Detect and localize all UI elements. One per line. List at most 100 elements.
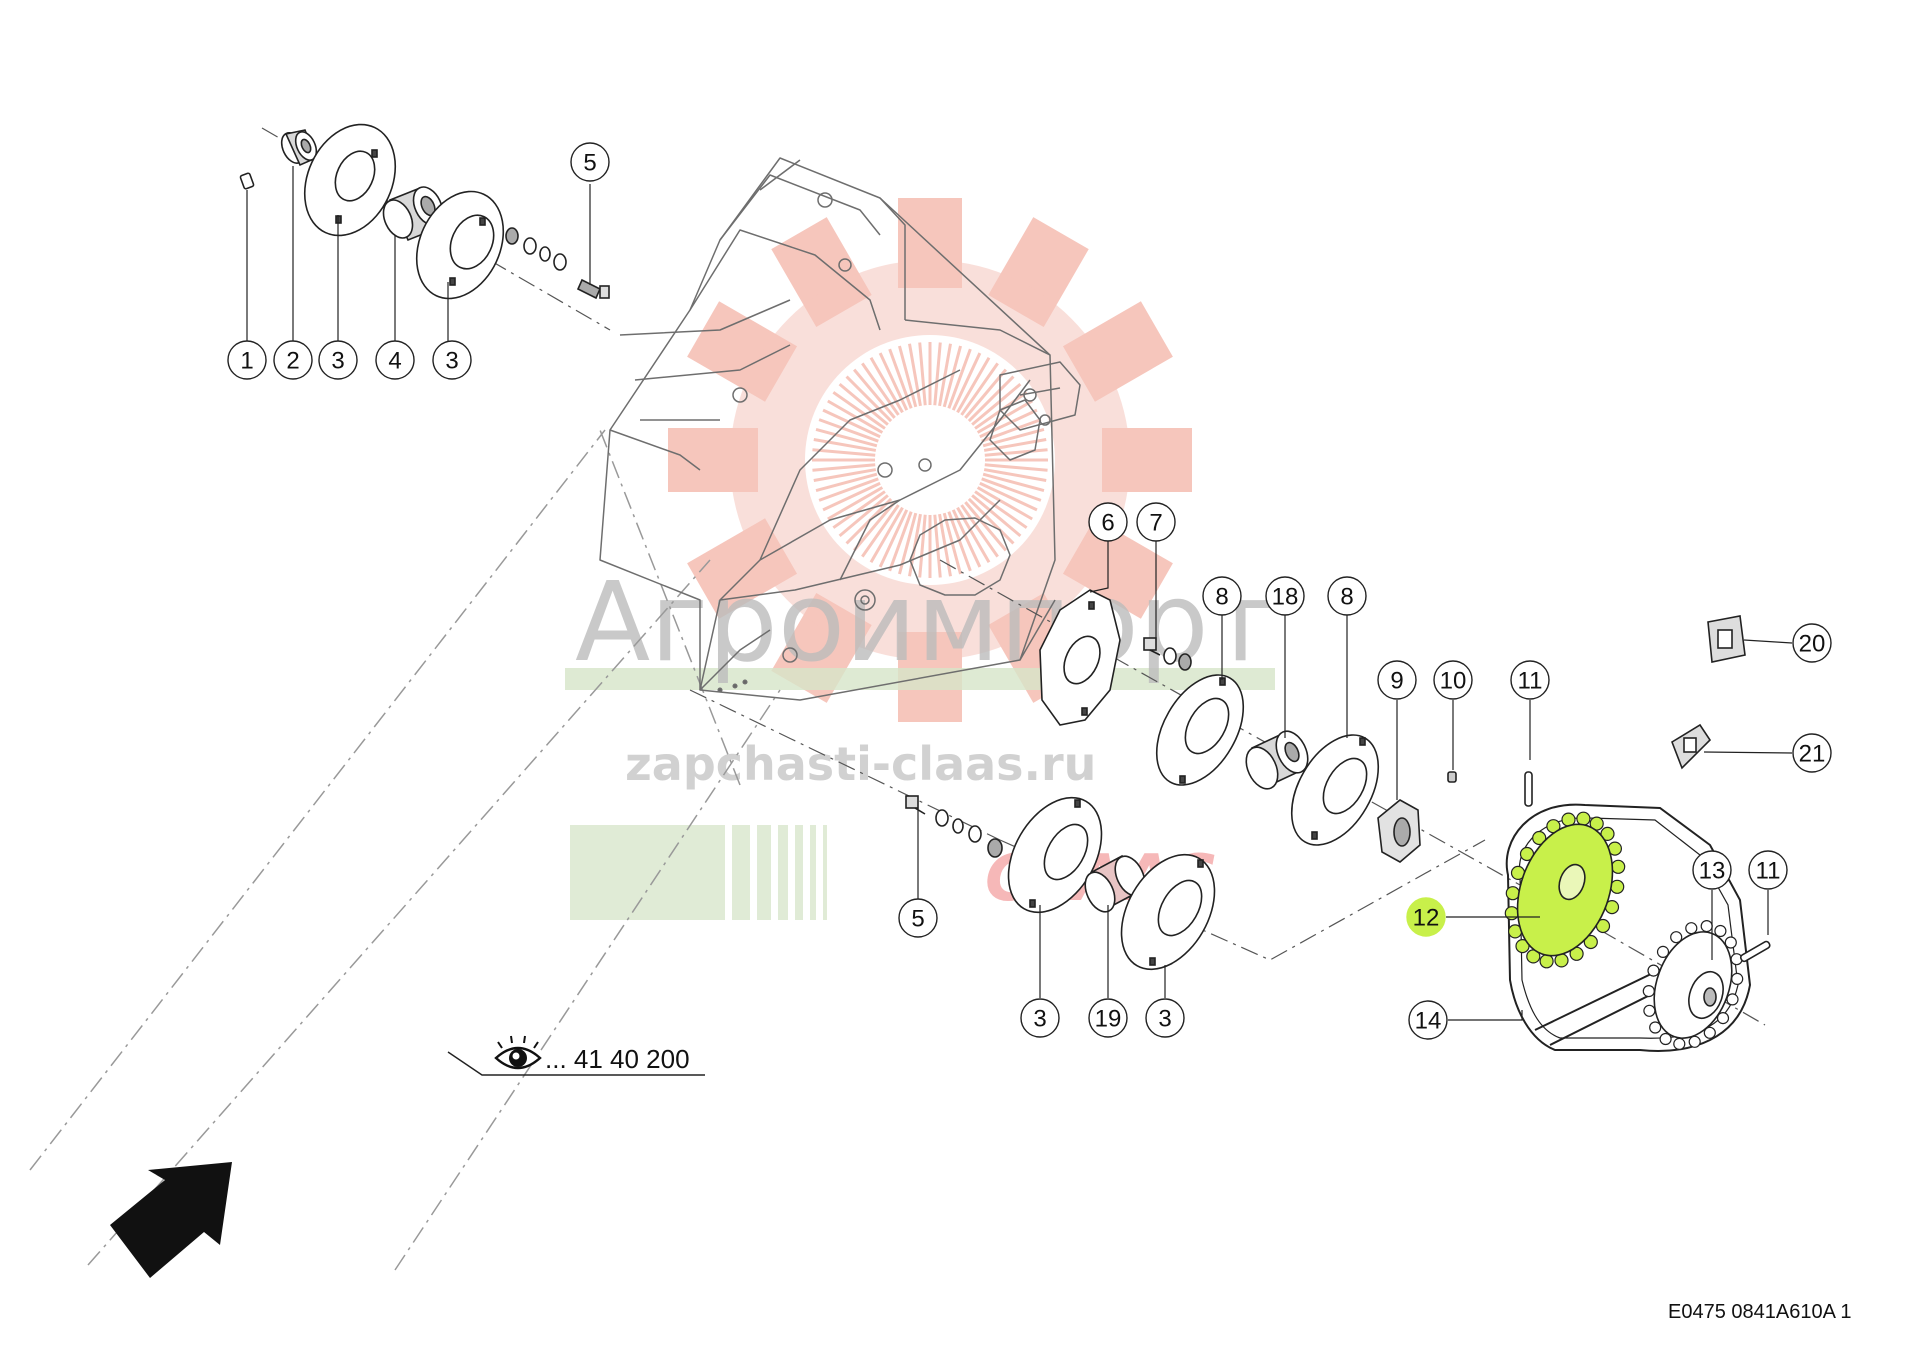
gear-ray <box>888 511 913 572</box>
callout-20[interactable]: 20 <box>1792 623 1832 663</box>
callout-label: 10 <box>1440 668 1467 695</box>
bearing-part <box>1245 730 1309 790</box>
callout-label: 8 <box>1215 584 1228 611</box>
callout-circle <box>1433 660 1473 700</box>
callout-21[interactable]: 21 <box>1792 733 1832 773</box>
callout-label: 11 <box>1518 668 1543 695</box>
callout-8[interactable]: 8 <box>1327 576 1367 616</box>
gasket-plate-part <box>1039 589 1121 726</box>
callout-3[interactable]: 3 <box>1020 998 1060 1038</box>
sprocket-tooth <box>1716 1011 1730 1025</box>
grease-nipple-part <box>239 172 255 190</box>
callout-4[interactable]: 4 <box>375 340 415 380</box>
callout-circle <box>375 340 415 380</box>
callout-5[interactable]: 5 <box>898 898 938 938</box>
sprocket-tooth <box>1700 919 1713 933</box>
callout-12[interactable]: 12 <box>1406 897 1446 937</box>
gear-ray <box>918 514 927 578</box>
gear-tooth <box>687 518 798 619</box>
callout-18[interactable]: 18 <box>1265 576 1305 616</box>
callout-1[interactable]: 1 <box>227 340 267 380</box>
gear-ray <box>981 477 1042 502</box>
gear-ray <box>818 418 879 443</box>
direction-arrow-icon <box>110 1162 232 1278</box>
gear-ray <box>832 391 886 430</box>
sprocket-tooth <box>1670 931 1683 944</box>
gear-ray <box>815 428 878 448</box>
gear-ray <box>956 506 991 563</box>
gear-ray <box>942 345 962 408</box>
sprocket-tooth <box>1539 954 1554 969</box>
callout-2[interactable]: 2 <box>273 340 313 380</box>
callout-circle <box>1408 1000 1448 1040</box>
callout-circle <box>1792 623 1832 663</box>
gear-tooth <box>1062 518 1173 619</box>
callout-circle <box>1088 502 1128 542</box>
shaft-assembly <box>905 589 1746 971</box>
gear-ray <box>976 486 1033 521</box>
callout-14[interactable]: 14 <box>1408 1000 1448 1040</box>
gear-ray <box>938 513 952 577</box>
gear-ray <box>898 345 918 408</box>
callout-10[interactable]: 10 <box>1433 660 1473 700</box>
callout-circle <box>227 340 267 380</box>
callout-5[interactable]: 5 <box>570 142 610 182</box>
gear-ray <box>838 383 889 426</box>
sprocket-tooth <box>1659 1032 1672 1046</box>
gear-ray <box>832 490 886 529</box>
callout-circle <box>1136 502 1176 542</box>
flange-plate-part <box>1120 853 1216 971</box>
callout-8[interactable]: 8 <box>1202 576 1242 616</box>
gear-ray <box>979 481 1038 512</box>
callout-label: 6 <box>1101 510 1114 537</box>
gear-ray <box>869 357 904 414</box>
gear-tooth <box>988 217 1089 328</box>
gear-ray <box>853 368 896 419</box>
callout-leaders <box>246 166 1793 1021</box>
callout-circle <box>1510 660 1550 700</box>
sprocket-tooth <box>1703 1026 1716 1039</box>
callout-circle <box>432 340 472 380</box>
callout-label: 5 <box>911 906 924 933</box>
callout-circle <box>1792 733 1832 773</box>
sprocket-tooth <box>1643 1004 1656 1017</box>
gear-ray <box>984 463 1048 472</box>
callout-3[interactable]: 3 <box>318 340 358 380</box>
eccentric-collar-part <box>1377 799 1421 863</box>
callout-label: 2 <box>286 348 299 375</box>
sprocket-tooth <box>1583 934 1598 950</box>
callout-3[interactable]: 3 <box>432 340 472 380</box>
gear-ray <box>838 494 889 537</box>
callout-3[interactable]: 3 <box>1145 998 1185 1038</box>
callout-7[interactable]: 7 <box>1136 502 1176 542</box>
callout-19[interactable]: 19 <box>1088 998 1128 1038</box>
callout-circle <box>1088 998 1128 1038</box>
callout-11[interactable]: 11 <box>1510 660 1550 700</box>
callout-label: 3 <box>331 348 344 375</box>
gear-ray <box>976 399 1033 434</box>
gear-ray <box>878 352 909 411</box>
cross-reference-note[interactable]: ... 41 40 200 <box>447 1035 705 1076</box>
callout-circle <box>1145 998 1185 1038</box>
callout-9[interactable]: 9 <box>1377 660 1417 700</box>
gear-ray <box>984 448 1048 457</box>
callout-label: 3 <box>1033 1006 1046 1033</box>
eye-icon <box>494 1035 542 1070</box>
gear-ray <box>938 343 952 407</box>
collar-part <box>280 129 318 167</box>
gear-ray <box>956 357 991 414</box>
gear-ray <box>982 472 1045 492</box>
set-screw-part <box>1447 771 1457 783</box>
sprocket-tooth <box>1647 964 1660 977</box>
gear-ray <box>869 506 904 563</box>
callout-6[interactable]: 6 <box>1088 502 1128 542</box>
nut-washer-set <box>505 227 567 271</box>
drive-sprocket-part <box>1504 811 1626 969</box>
gear-ray <box>933 342 942 406</box>
callout-13[interactable]: 13 <box>1692 850 1732 890</box>
gear-ray <box>845 375 893 423</box>
callout-11[interactable]: 11 <box>1748 850 1788 890</box>
gear-ray <box>918 342 927 406</box>
bolt-part <box>905 795 926 815</box>
